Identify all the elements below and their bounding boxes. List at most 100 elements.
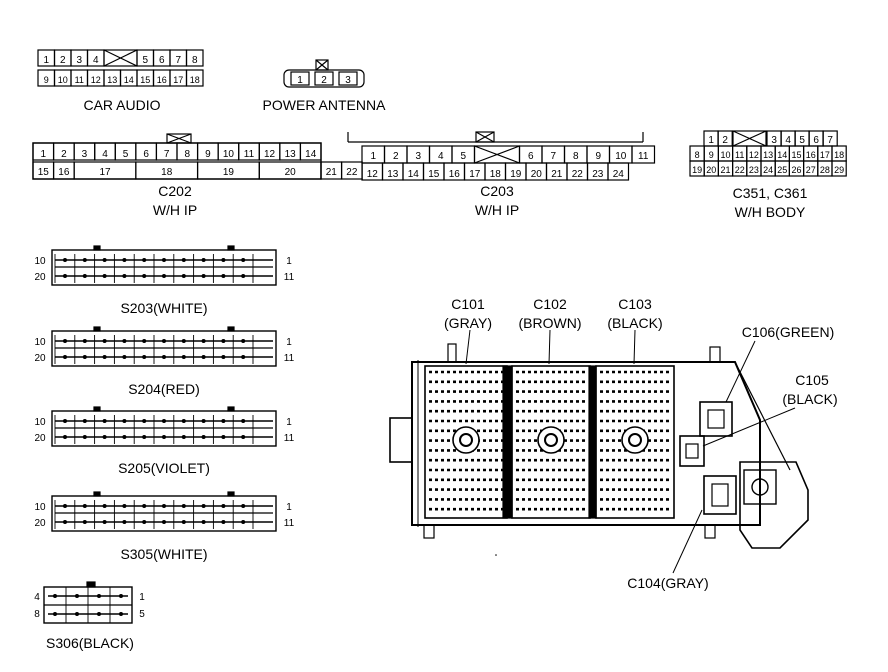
cross-line [474,145,520,164]
splice-pin [221,274,226,278]
c351-sublabel: W/H BODY [735,204,806,220]
pin-13: 13 [107,75,117,85]
splice-pin [122,274,127,278]
section-divider [588,365,597,519]
pin-16: 16 [157,75,167,85]
c106-inner [707,409,725,429]
splice-pin [82,355,87,359]
pin-26: 26 [791,165,801,175]
pin-cell [631,145,656,164]
pin-11: 11 [75,75,84,85]
splice-pin [241,435,246,439]
splice-pin-number: 5 [139,609,145,620]
top-clip [709,346,721,363]
splice-pin [241,504,246,508]
pin-15: 15 [140,75,150,85]
splice-pin [241,274,246,278]
splice-pin [181,274,186,278]
c105-label: C105 [795,372,829,388]
pin-6: 6 [813,135,819,146]
splice-pin [201,274,206,278]
pin-2: 2 [60,55,66,66]
pin-2: 2 [61,149,67,160]
pin-23: 23 [749,165,759,175]
pin-cell [299,142,322,161]
pin-17: 17 [173,75,183,85]
splice-pin [221,419,226,423]
splice-body [51,249,277,286]
splice-pin [97,594,101,598]
pin-11: 11 [735,150,744,160]
bolt-boss [452,426,480,454]
pin-19: 19 [223,167,235,178]
c105-inner [685,443,699,459]
pin-13: 13 [763,150,773,160]
splice-pin [122,339,127,343]
cross-line [315,59,329,71]
splice-pin [181,258,186,262]
pin-4: 4 [102,149,108,160]
splice-pin [122,419,127,423]
pin-17: 17 [99,167,111,178]
splice-pin [122,258,127,262]
splice-pin [162,435,166,439]
splice-pin [221,520,226,524]
c105-color: (BLACK) [782,391,837,407]
splice-pin [122,355,127,359]
splice-pin [102,258,107,262]
splice-pin-number: 10 [34,337,46,348]
splice-pin [241,520,246,524]
c101-section [424,365,508,519]
splice-pin [119,594,123,598]
side-bracket [739,461,809,549]
splice-pin [63,520,67,524]
pin-20: 20 [531,169,543,180]
pin-10: 10 [720,150,730,160]
splice-pin [102,504,107,508]
splice-pin [142,419,147,423]
pin-20: 20 [706,165,716,175]
splice-pin [162,419,166,423]
splice-pin [162,258,166,262]
splice-pin [122,435,127,439]
pin-18: 18 [834,150,844,160]
locking-tab [166,133,192,144]
pin-18: 18 [190,75,200,85]
splice-pin [82,274,87,278]
splice-pin [82,504,87,508]
pin-cell [607,162,630,181]
stud-nut [751,478,769,496]
s305-label: S305(WHITE) [120,546,207,562]
pin-19: 19 [692,165,702,175]
c351-label: C351, C361 [733,185,808,201]
splice-pin-number: 1 [286,337,292,348]
c106-connector [699,401,733,437]
pin-8: 8 [573,151,579,162]
latch [227,491,235,497]
pin-12: 12 [749,150,759,160]
pin-3: 3 [82,149,88,160]
splice-pin [102,355,107,359]
pin-21: 21 [720,165,730,175]
pin-5: 5 [799,135,805,146]
splice-pin [201,435,206,439]
splice-pin [201,419,206,423]
pin-8: 8 [185,149,191,160]
c103-section [595,365,675,519]
splice-pin-number: 1 [286,502,292,513]
pin-15: 15 [791,150,801,160]
pin-cell [290,71,310,86]
splice-pin [201,355,206,359]
splice-pin-number: 20 [34,433,46,444]
splice-pin [142,355,147,359]
splice-pin [162,339,166,343]
pin-14: 14 [305,149,317,160]
locking-tab [315,59,329,71]
splice-pin-number: 4 [34,592,40,603]
c101-leader [465,329,471,365]
splice-pin [201,504,206,508]
splice-pin [241,339,246,343]
